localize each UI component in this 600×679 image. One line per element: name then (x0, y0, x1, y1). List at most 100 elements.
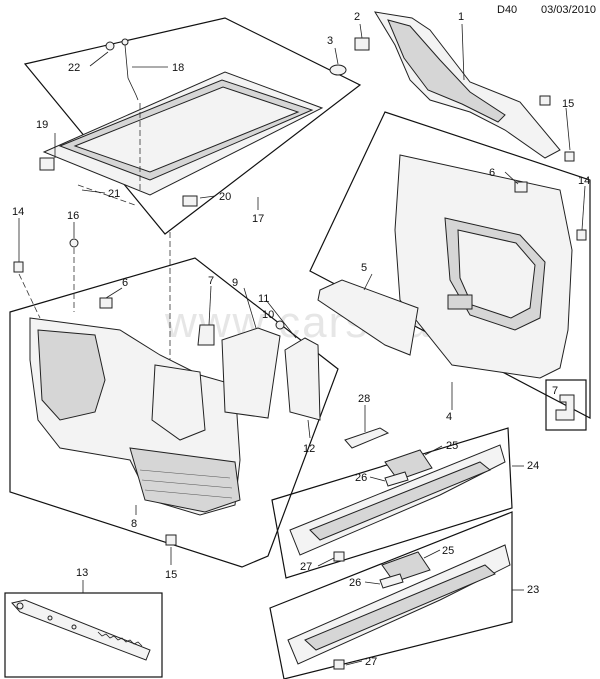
callout-2: 2 (354, 11, 360, 23)
panel-outline (9, 257, 339, 568)
clip-14-left (13, 261, 24, 273)
leader-14-right (581, 185, 586, 231)
panel-parcel-shelf (23, 17, 362, 235)
callout-14-left: 14 (12, 206, 24, 218)
parcel-shelf-inner (73, 86, 300, 173)
callout-23: 23 (527, 584, 539, 596)
bin-rib-3 (144, 489, 233, 499)
bin-rib-1 (139, 469, 231, 479)
speaker-grille (447, 294, 473, 310)
callout-7-right: 7 (552, 385, 558, 397)
cargo-net-9 (221, 327, 281, 419)
panel-sill-23 (269, 511, 524, 679)
leader-22 (89, 51, 109, 67)
callout-16: 16 (67, 210, 79, 222)
bin-rib-2 (141, 479, 233, 489)
callout-9: 9 (232, 277, 238, 289)
leader-2 (359, 23, 363, 39)
leader-15-top (565, 107, 571, 151)
dash-21 (77, 184, 136, 206)
clip-3 (329, 64, 347, 76)
cover-5 (317, 279, 419, 356)
screw-10 (275, 320, 285, 330)
clip-2 (354, 37, 370, 51)
screw-22 (105, 41, 115, 51)
leader-21 (81, 189, 106, 194)
shelf-clip-19 (39, 157, 55, 171)
side-pocket (151, 364, 206, 441)
panel-left-trim (9, 257, 339, 568)
panel-strap-13 (4, 580, 163, 678)
quarter-trim-recess (457, 229, 536, 319)
callout-26-a: 26 (355, 472, 367, 484)
callout-19: 19 (36, 119, 48, 131)
leader-26-b (364, 581, 381, 585)
strap-teeth (97, 631, 143, 647)
diagram-code: D40 (497, 4, 518, 16)
callout-14-right: 14 (578, 175, 590, 187)
panel-outline (4, 592, 163, 678)
clip-27-b (333, 659, 345, 670)
upper-trim-group (329, 11, 575, 162)
panel-right-trim (309, 111, 591, 431)
callout-15-top: 15 (562, 98, 574, 110)
callout-15-bottom: 15 (165, 569, 177, 581)
leader-5 (363, 273, 373, 291)
callout-6-right: 6 (489, 167, 495, 179)
diagram-date: 03/03/2010 (541, 4, 597, 16)
clip-26-b (379, 573, 404, 589)
bracket-7-right (555, 394, 575, 421)
clip-15-bottom (165, 534, 177, 546)
clip-16 (69, 238, 79, 248)
part-28 (344, 427, 390, 449)
callout-28: 28 (358, 393, 370, 405)
callout-25-a: 25 (446, 440, 458, 452)
strap-hole-1 (16, 602, 24, 610)
leader-27-a (317, 557, 335, 567)
leader-20 (199, 195, 216, 199)
strap-hole-2 (47, 615, 53, 621)
callout-22: 22 (68, 62, 80, 74)
callout-21: 21 (108, 188, 120, 200)
dash-14 (18, 273, 41, 319)
callout-8: 8 (131, 518, 137, 530)
clip-15-mid (564, 151, 575, 162)
callout-13: 13 (76, 567, 88, 579)
callout-11: 11 (258, 293, 269, 305)
insert-25-a (384, 449, 433, 481)
clip-6-left (99, 297, 113, 309)
leader-11 (265, 299, 297, 339)
callout-10: 10 (262, 309, 274, 321)
screw-22b (121, 38, 129, 46)
callout-1: 1 (458, 11, 464, 23)
callout-12: 12 (303, 443, 315, 455)
leader-6-right (504, 171, 519, 185)
upper-pillar-trim-face (387, 19, 506, 123)
panel-outline (269, 511, 513, 679)
callout-26-b: 26 (349, 577, 361, 589)
shelf-cord-18 (124, 44, 139, 101)
callout-17: 17 (252, 213, 264, 225)
leader-6-left (105, 287, 123, 299)
callout-25-b: 25 (442, 545, 454, 557)
leader-1 (461, 23, 465, 81)
callout-20: 20 (219, 191, 231, 203)
bracket-7-left (197, 324, 215, 346)
callout-5: 5 (361, 262, 367, 274)
callout-6-left: 6 (122, 277, 128, 289)
left-trim-upper-recess (37, 329, 106, 421)
loose-fasteners-left (13, 218, 177, 565)
callout-27-b: 27 (365, 656, 377, 668)
panel-outline (271, 427, 513, 579)
callout-24: 24 (527, 460, 539, 472)
sill-plate-24-ribs (309, 461, 491, 541)
sill-clip-28 (344, 405, 390, 449)
callout-18: 18 (172, 62, 184, 74)
leader-25-a (424, 445, 443, 456)
inset-box-7 (545, 379, 587, 431)
clip-14-right (576, 229, 587, 241)
clip-27-a (333, 551, 345, 562)
leader-26-a (369, 476, 386, 482)
clip-15-top (539, 95, 551, 106)
